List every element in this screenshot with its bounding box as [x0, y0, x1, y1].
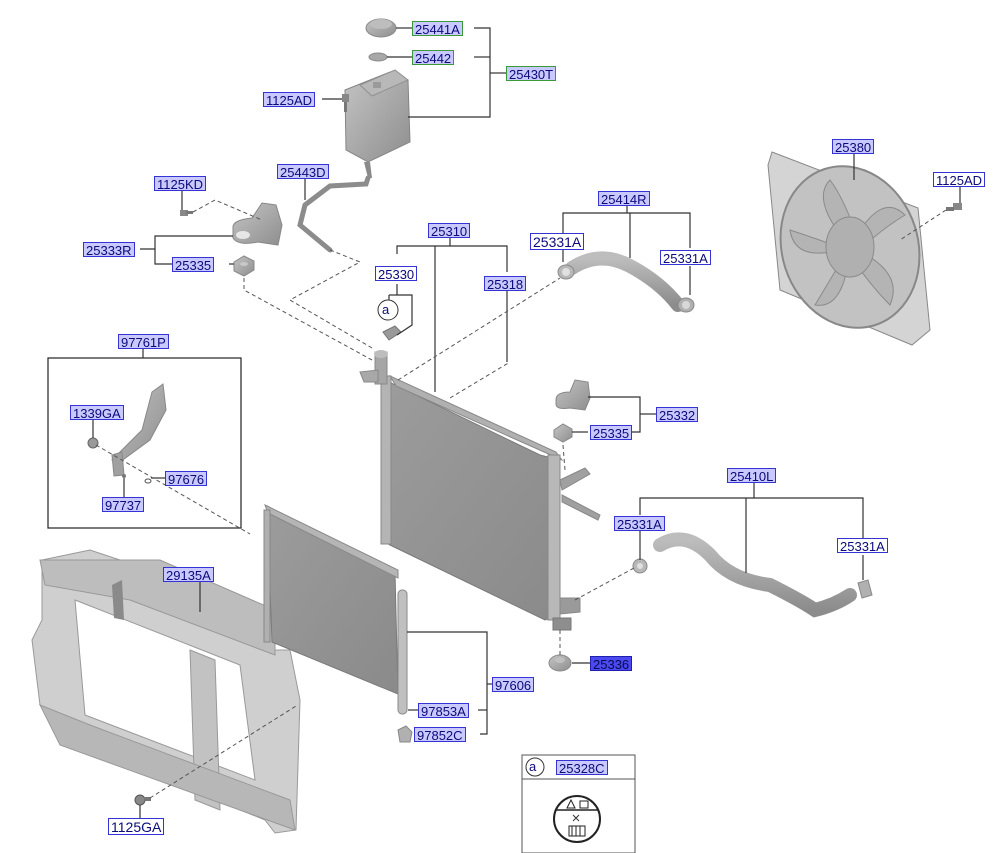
- reservoir-hose[interactable]: [297, 175, 371, 253]
- part-label-25410L[interactable]: 25410L: [727, 468, 777, 484]
- part-label-25441A[interactable]: 25441A: [412, 21, 463, 37]
- callout-circle-a-detail: [525, 757, 545, 777]
- upper-clamp-right[interactable]: [677, 297, 695, 313]
- part-label-25335-top[interactable]: 25335: [172, 257, 215, 273]
- part-label-1125KD[interactable]: 1125KD: [154, 176, 207, 192]
- lower-clamp-left[interactable]: [632, 558, 648, 574]
- part-label-97676[interactable]: 97676: [165, 471, 208, 487]
- reservoir-cap[interactable]: [365, 18, 397, 38]
- part-label-25310[interactable]: 25310: [428, 223, 471, 239]
- cap-connector-a[interactable]: [382, 325, 402, 341]
- part-label-25380[interactable]: 25380: [832, 139, 875, 155]
- mounting-bracket-l[interactable]: [555, 379, 591, 411]
- mounting-bracket-r[interactable]: [232, 202, 283, 246]
- ac-pipe-nut[interactable]: [87, 437, 99, 449]
- ac-pipe-seal[interactable]: [122, 474, 126, 478]
- reservoir-seal[interactable]: [368, 52, 388, 62]
- bracket-bolt[interactable]: [180, 210, 193, 216]
- carrier-bolt[interactable]: [134, 794, 151, 806]
- part-label-25442[interactable]: 25442: [412, 50, 455, 66]
- callout-letter-a: a: [382, 302, 390, 317]
- front-end-carrier[interactable]: [31, 549, 301, 834]
- part-label-29135A[interactable]: 29135A: [163, 567, 214, 583]
- ac-pipe-oring[interactable]: [144, 478, 152, 484]
- part-label-25335-mid[interactable]: 25335: [590, 425, 633, 441]
- radiator[interactable]: [359, 350, 601, 631]
- reservoir-bolt[interactable]: [342, 94, 349, 112]
- part-label-97853A[interactable]: 97853A: [418, 703, 469, 719]
- ac-pipe-inset-box: [47, 357, 242, 529]
- part-label-97761P[interactable]: 97761P: [118, 334, 169, 350]
- part-label-25333R[interactable]: 25333R: [83, 242, 135, 258]
- part-label-25331A-upper-right[interactable]: 25331A: [660, 250, 711, 266]
- part-label-25336[interactable]: 25336: [590, 656, 633, 672]
- part-label-25330[interactable]: 25330: [375, 266, 418, 282]
- part-label-25332[interactable]: 25332: [656, 407, 699, 423]
- fan-bolt[interactable]: [946, 203, 962, 211]
- upper-hose[interactable]: [565, 251, 685, 312]
- part-label-25430T[interactable]: 25430T: [506, 66, 557, 82]
- part-label-97606[interactable]: 97606: [492, 677, 535, 693]
- assembly-dashed-lines: [95, 199, 947, 799]
- lower-clamp-right[interactable]: [857, 579, 873, 599]
- caution-label-graphic: [553, 795, 601, 843]
- callout-circle-a: [377, 299, 399, 321]
- part-label-1339GA[interactable]: 1339GA: [70, 405, 124, 421]
- part-label-25331A-lower-right[interactable]: 25331A: [837, 538, 888, 554]
- fan-shroud[interactable]: [760, 148, 940, 346]
- part-label-25318[interactable]: 25318: [484, 276, 527, 292]
- receiver-drier[interactable]: [397, 589, 408, 715]
- part-label-25414R[interactable]: 25414R: [598, 191, 650, 207]
- part-label-25443D[interactable]: 25443D: [277, 164, 329, 180]
- part-label-97737[interactable]: 97737: [102, 497, 145, 513]
- reservoir-tank[interactable]: [344, 69, 411, 178]
- insulator-lower[interactable]: [548, 654, 572, 672]
- part-label-25331A-lower-left[interactable]: 25331A: [614, 516, 665, 532]
- part-label-97852C[interactable]: 97852C: [414, 727, 466, 743]
- insulator-mid[interactable]: [553, 423, 573, 443]
- drier-cap[interactable]: [397, 725, 413, 743]
- part-label-25328C[interactable]: 25328C: [556, 760, 608, 776]
- upper-clamp-left[interactable]: [557, 264, 575, 280]
- lower-hose[interactable]: [653, 532, 857, 618]
- ac-pipe[interactable]: [111, 383, 167, 477]
- leader-lines: [92, 27, 961, 818]
- insulator-top[interactable]: [233, 255, 255, 277]
- part-label-1125AD-reservoir[interactable]: 1125AD: [263, 92, 316, 108]
- part-label-1125AD-fan[interactable]: 1125AD: [933, 172, 986, 188]
- part-label-1125GA[interactable]: 1125GA: [108, 818, 165, 835]
- part-label-25331A-upper-left[interactable]: 25331A: [530, 233, 585, 250]
- callout-letter-a-detail: a: [529, 759, 537, 774]
